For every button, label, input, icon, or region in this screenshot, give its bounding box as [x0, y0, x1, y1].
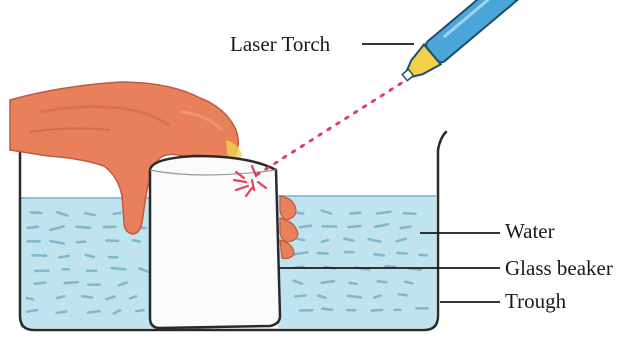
laser-dot: [370, 98, 377, 104]
laser-torch: [396, 0, 529, 88]
water-dash: [77, 227, 91, 228]
water-dash: [378, 281, 387, 282]
water-dash: [77, 242, 85, 243]
glass-beaker: [150, 156, 280, 328]
water-dash: [88, 311, 100, 313]
laser-dot: [290, 149, 297, 155]
water-label: Water: [505, 221, 555, 242]
laser-dot: [299, 143, 306, 149]
water-dash: [405, 282, 412, 284]
water-dash: [349, 226, 361, 227]
laser-dot: [308, 137, 315, 143]
laser-dot: [272, 160, 279, 166]
water-dash: [397, 253, 406, 254]
water-dash: [57, 296, 64, 298]
water-dash: [401, 227, 411, 228]
water-dash: [404, 213, 416, 214]
water-dash: [295, 296, 305, 297]
water-dash: [114, 213, 121, 214]
laser-dot: [317, 132, 324, 138]
water-dash: [27, 298, 33, 299]
laser-dot: [281, 154, 288, 160]
trough-label: Trough: [505, 291, 566, 312]
water-dash: [399, 294, 407, 295]
water-dash: [35, 283, 46, 284]
water-dash: [300, 226, 311, 228]
water-dash: [386, 266, 395, 267]
water-dash: [297, 239, 304, 240]
water-dash: [136, 310, 144, 311]
water-dash: [31, 213, 42, 214]
water-dash: [82, 296, 92, 297]
laser-torch-label: Laser Torch: [230, 34, 330, 55]
water-dash: [350, 213, 360, 214]
water-dash: [112, 268, 126, 269]
laser-dot: [388, 87, 395, 93]
laser-dot: [352, 109, 359, 115]
laser-beam: [255, 81, 404, 177]
laser-dot: [343, 115, 350, 121]
water-dash: [372, 310, 383, 311]
laser-dot: [326, 126, 333, 132]
laser-dot: [397, 81, 404, 87]
water-dash: [318, 253, 328, 254]
water-dash: [65, 282, 78, 283]
water-dash: [322, 281, 334, 283]
laser-dot: [335, 120, 342, 126]
water-dash: [322, 309, 332, 310]
glass-beaker-label: Glass beaker: [505, 258, 613, 279]
water-dash: [133, 240, 140, 241]
water-dash: [57, 311, 67, 313]
water-dash: [322, 240, 328, 242]
water-dash: [420, 255, 427, 256]
water-dash: [33, 255, 47, 256]
water-dash: [27, 310, 37, 312]
water-dash: [374, 254, 384, 255]
water-dash: [377, 212, 391, 214]
water-dash: [348, 296, 361, 298]
water-dash: [350, 283, 357, 284]
water-dash: [28, 227, 38, 228]
laser-dot: [379, 92, 386, 98]
water-dash: [59, 256, 69, 258]
laser-dot: [361, 104, 368, 110]
